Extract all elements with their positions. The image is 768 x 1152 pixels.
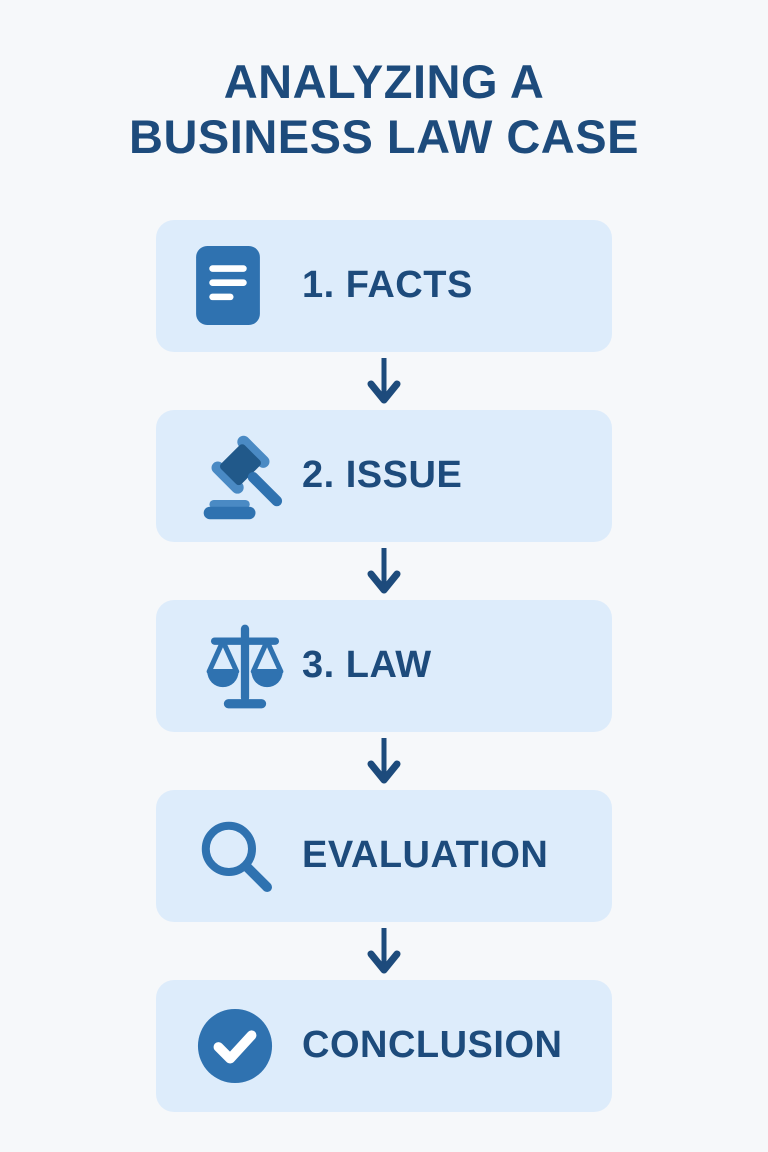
step-card-evaluation: EVALUATION [156, 789, 612, 922]
magnifier-icon [196, 816, 302, 896]
step-label: CONCLUSION [302, 1024, 563, 1067]
page-title-line2: BUSINESS LAW CASE [129, 109, 639, 163]
arrow-down-icon [367, 922, 401, 980]
document-icon [196, 246, 302, 326]
step-label: 2. ISSUE [302, 454, 463, 497]
check-circle-icon [196, 1007, 302, 1085]
page-title-line1: ANALYZING A [223, 55, 545, 108]
steps-flowchart: 1. FACTS [156, 219, 612, 1112]
step-card-law: 3. LAW [156, 599, 612, 732]
gavel-icon [196, 428, 302, 524]
step-card-facts: 1. FACTS [156, 219, 612, 352]
page-title: ANALYZING A BUSINESS LAW CASE [129, 55, 639, 165]
step-label: 3. LAW [302, 644, 432, 687]
step-card-issue: 2. ISSUE [156, 409, 612, 542]
arrow-down-icon [367, 542, 401, 600]
step-label: 1. FACTS [302, 264, 473, 307]
step-card-conclusion: CONCLUSION [156, 979, 612, 1112]
scales-icon [196, 620, 302, 712]
arrow-down-icon [367, 352, 401, 410]
arrow-down-icon [367, 732, 401, 790]
step-label: EVALUATION [302, 834, 549, 877]
